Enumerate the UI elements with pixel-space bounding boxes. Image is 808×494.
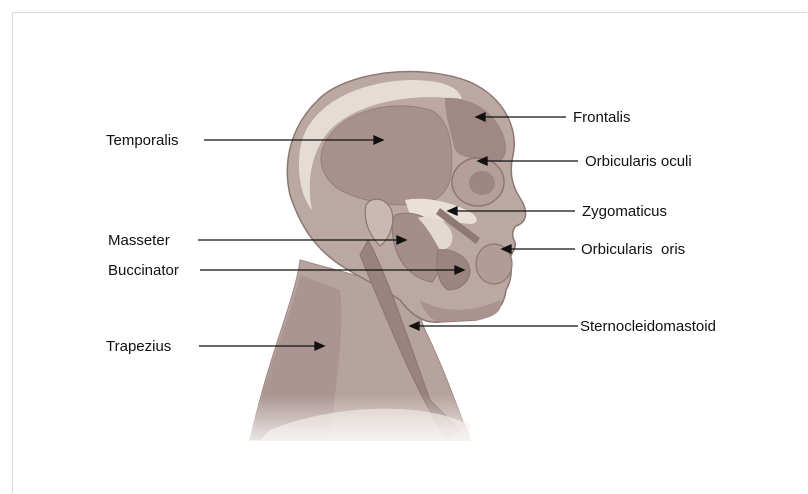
label-sternocleidomastoid: Sternocleidomastoid xyxy=(580,318,716,335)
label-frontalis: Frontalis xyxy=(573,109,631,126)
eye-socket xyxy=(469,171,495,195)
label-temporalis: Temporalis xyxy=(106,132,179,149)
bottom-fade xyxy=(220,395,520,455)
label-masseter: Masseter xyxy=(108,232,170,249)
label-zygomaticus: Zygomaticus xyxy=(582,203,667,220)
label-trapezius: Trapezius xyxy=(106,338,171,355)
label-buccinator: Buccinator xyxy=(108,262,179,279)
label-orbicularis-oris: Orbicularis oris xyxy=(581,241,685,258)
label-orbicularis-oculi: Orbicularis oculi xyxy=(585,153,692,170)
